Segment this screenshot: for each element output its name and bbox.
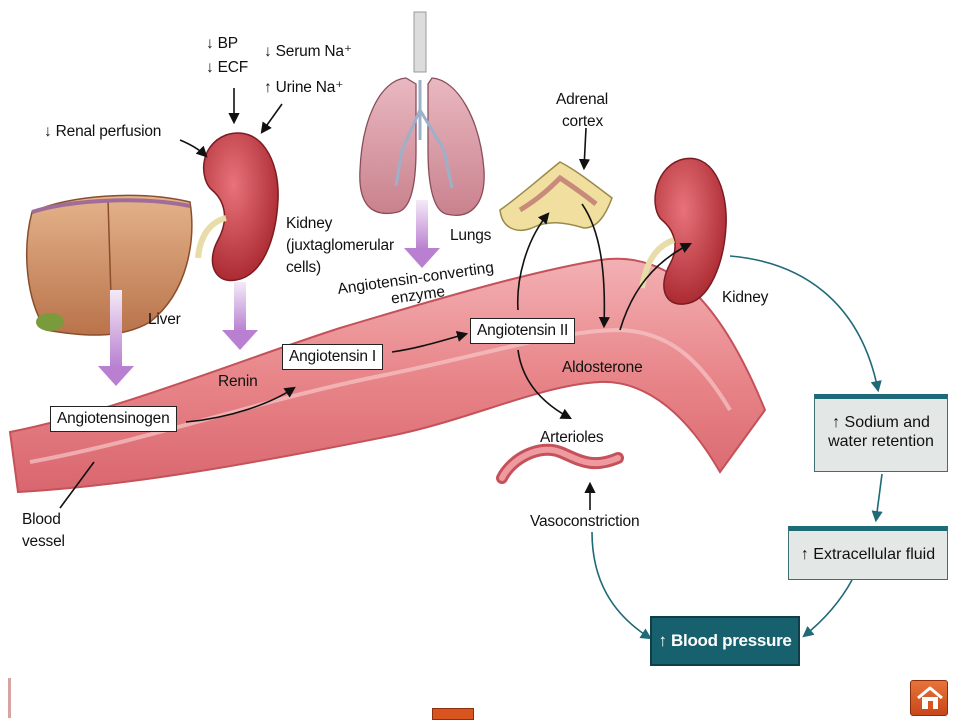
angiotensin-1-box: Angiotensin I [282,344,384,370]
home-icon [917,686,943,709]
sodium-water-retention-box: ↑ Sodium and water retention [814,394,948,472]
renin-arrow [222,282,258,350]
blood-vessel-label-2: vessel [22,533,65,550]
adrenal-label-2: cortex [562,113,604,130]
adrenal-cortex-illustration [499,161,613,231]
lungs-label: Lungs [450,227,492,244]
blood-vessel-label-1: Blood [22,511,61,528]
slide-nav-tab[interactable] [432,708,474,720]
angiotensinogen-box: Angiotensinogen [50,406,177,432]
kidney-label: Kidney [722,289,769,306]
home-button[interactable] [910,680,948,716]
serum-na-label: ↓ Serum Na⁺ [264,43,352,60]
kidney-illustration [639,157,727,305]
flow-arrows [59,88,693,510]
liver-illustration [25,194,193,336]
slide-border-accent [8,678,11,718]
kidney-jg-illustration [195,132,279,282]
sodium-retention-line-1: ↑ Sodium and [832,414,930,431]
extracellular-fluid-box: ↑ Extracellular fluid [788,526,948,580]
blood-pressure-box: ↑ Blood pressure [650,616,800,666]
renal-perfusion-label: ↓ Renal perfusion [44,123,162,140]
kidney-jg-label-3: cells) [286,259,321,276]
bp-label: ↓ BP [206,35,238,52]
sodium-retention-line-2: water retention [828,433,934,450]
ecf-label: ↓ ECF [206,59,249,76]
vasoconstriction-label: Vasoconstriction [530,513,640,530]
adrenal-label-1: Adrenal [556,91,609,108]
outcome-arrows [591,255,883,640]
angiotensin-2-box: Angiotensin II [470,318,576,344]
kidney-jg-label-1: Kidney [286,215,333,232]
liver-label: Liver [148,311,181,328]
liver-secretion-arrow [98,290,134,386]
urine-na-label: ↑ Urine Na⁺ [264,79,344,96]
kidney-jg-label-2: (juxtaglomerular [286,237,394,254]
ace-arrow [404,200,440,268]
arterioles-illustration [496,443,624,484]
renin-label: Renin [218,373,258,390]
lungs-illustration [359,11,485,216]
aldosterone-label: Aldosterone [562,359,643,376]
arterioles-label: Arterioles [540,429,604,446]
